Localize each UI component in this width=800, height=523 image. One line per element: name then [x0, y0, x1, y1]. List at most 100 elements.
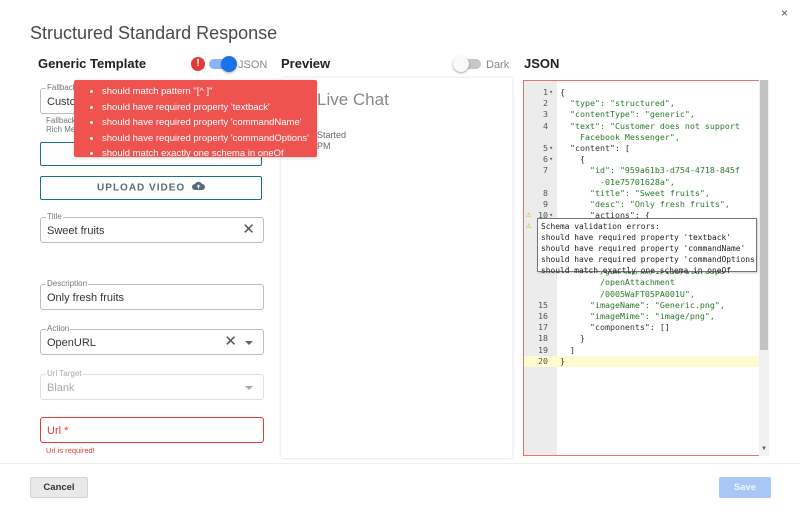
fallback-label: Fallback: [46, 83, 78, 93]
code-line[interactable]: 19 ]: [524, 344, 768, 356]
code-text: /openAttachment: [560, 277, 675, 288]
line-number: 15: [538, 299, 548, 310]
code-text: "type": "structured",: [560, 98, 675, 109]
line-number: 8: [543, 187, 548, 198]
json-toggle[interactable]: [209, 56, 237, 72]
code-line[interactable]: /openAttachment: [524, 277, 768, 288]
code-line[interactable]: /0005WaFT05PA001U",: [524, 288, 768, 300]
title-label: Title: [46, 212, 63, 222]
code-line[interactable]: 7 "id": "959a61b3-d754-4718-845f: [524, 165, 768, 176]
url-target-select[interactable]: Url Target Blank: [40, 369, 264, 400]
cloud-upload-icon: [191, 177, 205, 199]
chat-started-text: Started: [317, 130, 347, 140]
code-text: "contentType": "generic",: [560, 109, 695, 120]
code-text: "desc": "Only fresh fruits",: [560, 199, 730, 209]
code-line[interactable]: 2 "type": "structured",: [524, 98, 768, 109]
save-button[interactable]: Save: [719, 477, 771, 498]
chevron-down-icon[interactable]: [245, 341, 253, 345]
warning-icon[interactable]: ⚠: [526, 210, 532, 221]
fold-toggle-icon[interactable]: ▾: [549, 211, 554, 220]
close-icon[interactable]: ×: [781, 6, 789, 20]
validation-error-item: should have required property 'commandNa…: [102, 115, 317, 131]
code-line[interactable]: 17 "components": []: [524, 322, 768, 333]
line-number: 18: [538, 333, 548, 344]
generic-template-form[interactable]: Fallback Custo Fallback Rich Me UPLOAD V…: [30, 78, 274, 458]
code-line[interactable]: 1▾{: [524, 87, 768, 98]
code-line[interactable]: 4 "text": "Customer does not support: [524, 120, 768, 132]
error-indicator-icon[interactable]: !: [191, 57, 205, 71]
schema-errors-tooltip: Schema validation errors: should have re…: [537, 218, 757, 275]
preview-heading: Preview: [281, 56, 331, 71]
line-number: 9: [543, 199, 548, 209]
code-text: "text": "Customer does not support: [560, 120, 740, 131]
code-line[interactable]: 10 ⚠ ▾ "actions": {: [524, 210, 768, 221]
url-error-text: Url is required!: [46, 446, 95, 455]
line-number: 5: [543, 143, 548, 153]
code-text: "imageMime": "image/png",: [560, 311, 715, 321]
url-target-value: Blank: [47, 382, 75, 394]
code-line[interactable]: 16 "imageMime": "image/png",: [524, 311, 768, 322]
fold-toggle-icon[interactable]: ▾: [549, 155, 554, 164]
validation-errors-popup: should match pattern "[^ ]"should have r…: [74, 80, 317, 159]
line-number: 17: [538, 322, 548, 333]
description-field[interactable]: Description Only fresh fruits: [40, 279, 264, 310]
url-field[interactable]: Url *: [40, 417, 264, 443]
line-number: 7: [543, 165, 548, 176]
line-number: 20: [538, 355, 548, 366]
code-line[interactable]: 15 "imageName": "Generic.png",: [524, 299, 768, 311]
line-number: 3: [543, 109, 548, 120]
scroll-down-icon[interactable]: ▼: [761, 446, 767, 452]
code-line[interactable]: 3 "contentType": "generic",: [524, 109, 768, 120]
action-clear-icon[interactable]: ✕: [224, 333, 237, 350]
json-heading: JSON: [524, 56, 560, 71]
fallback-label-2: Fallback: [46, 116, 76, 125]
title-clear-icon[interactable]: ✕: [242, 221, 255, 238]
cancel-button[interactable]: Cancel: [30, 477, 88, 498]
validation-error-item: should match pattern "[^ ]": [102, 84, 317, 100]
code-text: {: [560, 87, 565, 97]
dark-mode-toggle[interactable]: [453, 56, 481, 72]
code-line[interactable]: 18 }: [524, 333, 768, 344]
code-line[interactable]: 8 "title": "Sweet fruits",: [524, 187, 768, 199]
action-select[interactable]: Action OpenURL ✕: [40, 324, 264, 355]
dialog-title: Structured Standard Response: [30, 23, 278, 43]
chevron-down-icon[interactable]: [245, 386, 253, 390]
line-number: 16: [538, 311, 548, 321]
upload-video-button[interactable]: UPLOAD VIDEO: [40, 176, 262, 200]
code-line[interactable]: 20}: [524, 355, 768, 367]
code-text: }: [560, 355, 565, 366]
code-text: /0005WaFT05PA001U",: [560, 288, 695, 299]
code-line[interactable]: 5▾ "content": [: [524, 143, 768, 154]
validation-error-item: should have required property 'commandOp…: [102, 131, 317, 147]
code-text: {: [560, 154, 585, 165]
scrollbar-thumb[interactable]: [760, 80, 768, 350]
line-number: 2: [543, 98, 548, 109]
fallback-value: Custo: [47, 96, 76, 108]
line-number: 4: [543, 120, 548, 131]
code-line[interactable]: 6▾ {: [524, 154, 768, 165]
description-value: Only fresh fruits: [47, 292, 125, 304]
validation-errors-list: should match pattern "[^ ]"should have r…: [88, 84, 317, 162]
title-value: Sweet fruits: [47, 225, 105, 237]
json-toggle-label: JSON: [238, 59, 268, 71]
fold-toggle-icon[interactable]: ▾: [549, 144, 554, 152]
code-line[interactable]: -01e75701628a",: [524, 177, 768, 188]
validation-error-item: should have required property 'textback': [102, 100, 317, 116]
code-text: "imageName": "Generic.png",: [560, 299, 725, 310]
code-text: ]: [560, 344, 575, 355]
line-number: 10: [538, 210, 548, 221]
warning-icon[interactable]: ⚠: [526, 221, 532, 232]
fold-toggle-icon[interactable]: ▾: [549, 88, 554, 96]
title-field[interactable]: Title Sweet fruits ✕: [40, 212, 264, 243]
live-chat-card: Live Chat Started PM: [281, 78, 512, 458]
generic-template-heading: Generic Template: [38, 56, 147, 71]
action-label: Action: [46, 324, 71, 334]
live-chat-title: Live Chat: [317, 90, 389, 109]
code-line[interactable]: Facebook Messenger",: [524, 132, 768, 143]
validation-error-item: should match exactly one schema in oneOf: [102, 146, 317, 162]
code-text: "actions": {: [560, 210, 650, 221]
code-line[interactable]: 9 "desc": "Only fresh fruits",: [524, 199, 768, 210]
url-target-label: Url Target: [46, 369, 83, 379]
chat-time-text: PM: [317, 141, 331, 151]
editor-scrollbar[interactable]: ▲ ▼: [759, 80, 769, 456]
